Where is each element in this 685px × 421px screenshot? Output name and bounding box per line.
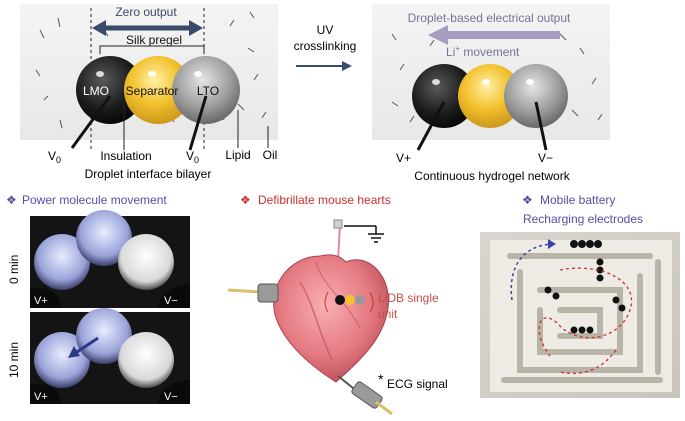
vplus-label-0min: V+ — [34, 295, 48, 307]
top-needle — [337, 223, 341, 263]
hydrogel-droplet-black — [412, 64, 476, 128]
section-title-defib: Defibrillate mouse hearts — [258, 193, 391, 207]
time-label-10: 10 min — [7, 342, 21, 378]
li-arrow-shaft — [446, 31, 560, 39]
micro-electrode-left-0 — [30, 288, 62, 308]
section-icon-defib: ❖ — [240, 193, 251, 207]
micro-drop-10-3 — [118, 332, 174, 388]
lidb-black — [335, 295, 345, 305]
lmo-droplet — [76, 56, 144, 124]
arrowhead-left — [92, 20, 106, 36]
hydrogel-droplet-gray — [504, 64, 568, 128]
electrode-right — [188, 95, 208, 151]
micro-drop-10-1 — [34, 332, 90, 388]
left-probe-wire — [227, 288, 263, 294]
lipid-label: Lipid — [225, 148, 250, 162]
hydrogel-droplet-yellow — [458, 64, 522, 128]
recharging-label: Recharging electrodes — [523, 212, 643, 226]
lto-label: LTO — [197, 84, 219, 98]
micro-electrode-left-10 — [30, 384, 62, 404]
electrode-vminus — [534, 101, 548, 151]
electrode-dots — [544, 240, 626, 334]
v0-left-label: V0 — [48, 149, 61, 165]
uv-arrowhead — [342, 61, 352, 71]
lidb-yellow — [345, 295, 355, 305]
separator-label: Separator — [126, 84, 179, 98]
separator-droplet — [124, 56, 192, 124]
mouse-heart — [273, 254, 389, 383]
movement-arrowhead — [68, 346, 80, 358]
arrowhead-right — [189, 20, 203, 36]
insulation-label: Insulation — [100, 149, 151, 163]
vminus-label-10min: V− — [164, 391, 178, 403]
movement-path-red — [538, 267, 633, 357]
section-icon-power: ❖ — [6, 193, 17, 207]
silk-pregel-label: Silk pregel — [126, 33, 182, 47]
section-title-battery: Mobile battery — [540, 193, 615, 207]
lidb-label-line2: unit — [378, 307, 398, 321]
uv-label-line1: UV — [317, 23, 334, 37]
left-probe — [257, 283, 279, 303]
electrode-vplus — [416, 101, 446, 151]
lmo-label: LMO — [83, 84, 109, 98]
top-right-title: Droplet-based electrical output — [408, 11, 571, 25]
vplus-label-top: V+ — [396, 151, 411, 165]
v0-right-label: V0 — [186, 149, 199, 165]
micro-drop-0-2 — [76, 210, 132, 266]
top-right-caption: Continuous hydrogel network — [414, 169, 570, 183]
ecg-star: * — [378, 371, 384, 387]
lidb-label-line1: LiDB single — [378, 291, 439, 305]
movement-arrow — [73, 336, 99, 356]
micro-drop-0-1 — [34, 234, 90, 290]
ecg-label: ECG signal — [387, 377, 448, 391]
lipid-ticks-right — [391, 33, 603, 123]
lidb-gray — [355, 295, 365, 305]
silk-pregel-bracket — [99, 45, 205, 54]
micro-drop-10-2 — [76, 308, 132, 364]
uv-label-line2: crosslinking — [294, 39, 357, 53]
oil-label: Oil — [263, 148, 278, 162]
vplus-label-10min: V+ — [34, 391, 48, 403]
top-left-caption: Droplet interface bilayer — [85, 167, 212, 181]
vminus-label-top: V− — [538, 151, 553, 165]
time-label-0: 0 min — [7, 255, 21, 284]
recharge-path — [510, 243, 553, 301]
lto-droplet — [172, 56, 240, 124]
section-title-power: Power molecule movement — [22, 193, 167, 207]
section-icon-battery: ❖ — [522, 193, 533, 207]
vminus-label-0min: V− — [164, 295, 178, 307]
li-movement-label: Li+ movement — [446, 44, 520, 59]
electrode-left — [70, 95, 112, 149]
micro-electrode-right-10 — [158, 380, 190, 404]
zero-output-label: Zero output — [115, 5, 177, 19]
micro-electrode-right-0 — [158, 284, 190, 308]
micro-drop-0-3 — [118, 234, 174, 290]
li-arrowhead — [428, 25, 448, 45]
